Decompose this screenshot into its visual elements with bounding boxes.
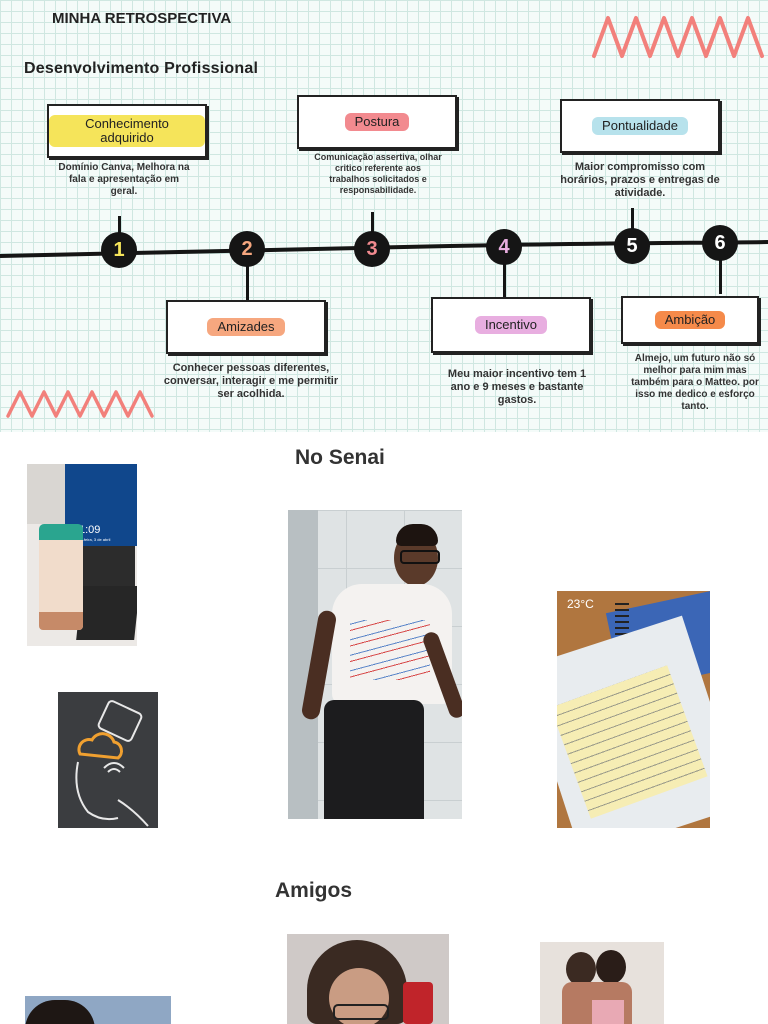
photo-friends-3 (540, 942, 664, 1024)
glasses (400, 550, 440, 564)
section-title-senai: No Senai (295, 446, 385, 469)
tick-1 (118, 216, 121, 236)
milestone-2-description: Conhecer pessoas diferentes, conversar, … (163, 362, 339, 400)
monitor-stand (83, 546, 135, 586)
hair (396, 524, 438, 546)
zigzag-decoration-bottom (6, 390, 154, 418)
milestone-4-description: Meu maior incentivo tem 1 ano e 9 meses … (447, 368, 587, 406)
milestone-1-label-box: Conhecimento adquirido (47, 104, 207, 158)
photo-friend-2 (287, 934, 449, 1024)
milestone-2-label-box: Amizades (166, 300, 326, 354)
milestone-4-number: 4 (486, 229, 522, 265)
phone-case (403, 982, 433, 1024)
friend-3a-head (566, 952, 596, 986)
keyboard (76, 586, 137, 640)
milestone-3-description: Comunicação assertiva, olhar critico ref… (314, 152, 442, 195)
milestone-2-number: 2 (229, 231, 265, 267)
milestone-2-label: Amizades (207, 318, 285, 336)
friend-2-glasses (333, 1004, 389, 1020)
zigzag-decoration-top (592, 16, 764, 58)
milestone-6-label: Ambição (654, 311, 726, 329)
milestone-4-label-box: Incentivo (431, 297, 591, 353)
milestone-1-description: Domínio Canva, Melhora na fala e apresen… (58, 162, 190, 197)
milestone-6-label-box: Ambição (621, 296, 759, 344)
page-title: MINHA RETROSPECTIVA (52, 10, 232, 27)
tick-3 (371, 212, 374, 234)
tick-2 (246, 265, 249, 300)
tshirt-print (350, 620, 430, 680)
tick-4 (503, 263, 506, 297)
milestone-5-label: Pontualidade (592, 117, 688, 135)
milestone-3-number: 3 (354, 231, 390, 267)
photo-friend-1 (25, 996, 171, 1024)
milestone-4-label: Incentivo (474, 316, 548, 334)
milestone-5-label-box: Pontualidade (560, 99, 720, 153)
milestone-3-label-box: Postura (297, 95, 457, 149)
milestone-1-number: 1 (101, 232, 137, 268)
friend-2-face (329, 968, 389, 1024)
milestone-5-number: 5 (614, 228, 650, 264)
tick-6 (719, 260, 722, 294)
tick-5 (631, 208, 634, 230)
bottle-base (39, 612, 83, 630)
photo-notebook-note: 23°C (557, 591, 710, 828)
pants (324, 700, 424, 819)
photo-woman-standing (288, 510, 462, 819)
hair-shape (25, 1000, 95, 1024)
wall-left (27, 464, 65, 524)
pink-top (592, 1000, 624, 1024)
milestone-6-description: Almejo, um futuro não só melhor para mim… (631, 353, 759, 412)
cloud-wifi-icon (75, 700, 149, 827)
monitor-date: sexta-feira, 3 de abril (73, 537, 111, 542)
retrospective-timeline: MINHA RETROSPECTIVA Desenvolvimento Prof… (0, 0, 768, 432)
milestone-5-description: Maior compromisso com horários, prazos e… (560, 161, 720, 199)
milestone-1-label: Conhecimento adquirido (49, 115, 205, 147)
photo-cloud-graphic (58, 692, 158, 828)
temperature-label: 23°C (567, 597, 594, 611)
friend-3b-head (596, 950, 626, 984)
milestone-6-number: 6 (702, 225, 738, 261)
monitor-clock: 1:09 (79, 524, 101, 536)
milestone-3-label: Postura (344, 113, 410, 131)
photo-desk-bottle: 1:09 sexta-feira, 3 de abril (27, 464, 137, 646)
section-title-friends: Amigos (275, 879, 353, 902)
page-subtitle: Desenvolvimento Profissional (24, 60, 259, 77)
bottle-cap (39, 524, 83, 540)
